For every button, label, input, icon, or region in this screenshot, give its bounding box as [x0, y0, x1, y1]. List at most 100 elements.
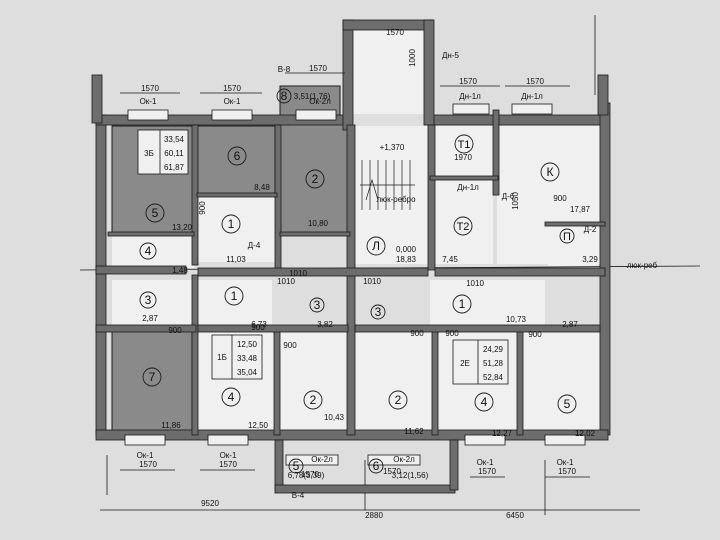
area-12-27: 12,27 — [492, 429, 513, 438]
dim-900-d: 900 — [251, 323, 265, 332]
top-dim-5: 1570 — [459, 77, 477, 86]
door-tag-d4: Д-4 — [248, 241, 261, 250]
top-window-4: Дн-1л — [459, 92, 481, 101]
area-3-82: 3,82 — [317, 320, 333, 329]
bottom-window-6: Ок-1 — [557, 458, 574, 467]
room-6: 6 — [234, 149, 241, 163]
bottom-window-2: Ок-1 — [220, 451, 237, 460]
marker-l: Л — [372, 239, 380, 253]
room-7: 7 — [149, 370, 156, 384]
balcony-bottom-b-area: 3,12(1,56) — [392, 471, 429, 480]
dim-1050: 1050 — [511, 192, 520, 210]
area-1-48: 1,48 — [172, 266, 188, 275]
dim-900-g: 900 — [445, 329, 459, 338]
apt-3b-area-living: 33,54 — [164, 135, 185, 144]
room-2-top: 2 — [312, 172, 319, 186]
overall-dim-right: 6450 — [506, 511, 524, 520]
section-bottom: В-4 — [292, 491, 305, 500]
room-4-bottom: 4 — [228, 390, 235, 404]
area-17-87: 17,87 — [570, 205, 591, 214]
dim-1010-c: 1010 — [466, 279, 484, 288]
marker-p: П — [563, 231, 571, 243]
section-top: В-8 — [278, 65, 291, 74]
top-window-3: Ок-2л — [309, 97, 331, 106]
room-4-right: 4 — [481, 395, 488, 409]
walls — [91, 19, 611, 494]
door-tag-d2: Д-2 — [584, 225, 597, 234]
dim-1010-b: 1010 — [363, 277, 381, 286]
area-11-03: 11,03 — [226, 255, 246, 264]
area-2-87-left: 2,87 — [142, 314, 158, 323]
bottom-dim-1: 1570 — [139, 460, 157, 469]
area-13-20: 13,20 — [172, 223, 193, 232]
door-tag-dn1: Дн-1л — [457, 183, 479, 192]
area-12-50: 12,50 — [248, 421, 269, 430]
room-2-bottom-b: 2 — [395, 393, 402, 407]
room-1-right: 1 — [459, 297, 466, 311]
dim-900-b: 900 — [553, 194, 567, 203]
dim-1970: 1970 — [454, 153, 472, 162]
apt-3b-code: 3Б — [144, 149, 154, 158]
area-8-48: 8,48 — [254, 183, 270, 192]
apt-1b-code: 1Б — [217, 353, 227, 362]
dim-1010-d: 1010 — [289, 269, 307, 278]
top-dim-6: 1570 — [526, 77, 544, 86]
dim-900-h: 900 — [528, 330, 542, 339]
apt-3b-area-total: 60,11 — [164, 149, 184, 158]
top-dim-4: 1570 — [386, 28, 404, 37]
bottom-dim-2: 1570 — [219, 460, 237, 469]
bottom-dim-4: 1570 — [383, 467, 401, 476]
room-6-bottom: 6 — [373, 459, 380, 473]
ground-level: 0,000 — [396, 245, 417, 254]
dim-900-c: 900 — [168, 326, 182, 335]
top-window-2: Ок-1 — [224, 97, 241, 106]
area-11-62: 11,62 — [404, 427, 424, 436]
dim-900-f: 900 — [410, 329, 424, 338]
bottom-dim-6: 1570 — [558, 467, 576, 476]
staircase — [360, 160, 415, 210]
bottom-window-1: Ок-1 — [137, 451, 154, 460]
dim-900-e: 900 — [283, 341, 297, 350]
overall-dim-mid: 2880 — [365, 511, 383, 520]
apt-1b-area-full: 35,04 — [237, 368, 258, 377]
top-dim-2: 1570 — [223, 84, 241, 93]
room-4-top: 4 — [145, 244, 152, 258]
top-window-1: Ок-1 — [140, 97, 157, 106]
apt-2e-code: 2Е — [460, 359, 470, 368]
apt-1b-area-living: 12,50 — [237, 340, 258, 349]
bottom-dimension-chain — [100, 469, 640, 511]
area-10-43: 10,43 — [324, 413, 345, 422]
room-2-bottom-a: 2 — [310, 393, 317, 407]
room-markers — [139, 88, 577, 474]
marker-balcony-5: 5 — [293, 459, 300, 473]
balcony-bottom-a-area: 6,78(3,39) — [288, 471, 325, 480]
stair-dim: 1000 — [408, 49, 417, 67]
top-dim-3: 1570 — [309, 64, 327, 73]
stair-door-tag: Дн-5 — [442, 51, 460, 60]
marker-t1: Т1 — [458, 139, 471, 151]
room-5-right: 5 — [564, 397, 571, 411]
bottom-dim-3: 1570 — [301, 470, 319, 479]
room-3-left: 3 — [145, 293, 152, 307]
area-11-86: 11,86 — [161, 421, 181, 430]
info-boxes — [137, 129, 509, 385]
room-5: 5 — [152, 206, 159, 220]
marker-t2: Т2 — [457, 221, 470, 233]
area-18-83: 18,83 — [396, 255, 417, 264]
bottom-window-5: Ок-1 — [477, 458, 494, 467]
room-3-mid: 3 — [314, 298, 321, 312]
dim-1010-a: 1010 — [277, 277, 295, 286]
balcony-top-area: 3,51(1,76) — [294, 92, 331, 101]
stair-level: +1,370 — [380, 143, 405, 152]
area-7-45: 7,45 — [442, 255, 458, 264]
area-10-80: 10,80 — [308, 219, 329, 228]
dim-900-a: 900 — [198, 201, 207, 215]
apt-2e-area-total: 51,28 — [483, 359, 504, 368]
room-1-top: 1 — [228, 217, 235, 231]
bottom-dim-5: 1570 — [478, 467, 496, 476]
top-dim-1: 1570 — [141, 84, 159, 93]
lower-hatch-label: люк-реб — [627, 261, 658, 270]
bottom-window-3: Ок-2л — [311, 455, 333, 464]
area-12-02: 12,02 — [575, 429, 596, 438]
